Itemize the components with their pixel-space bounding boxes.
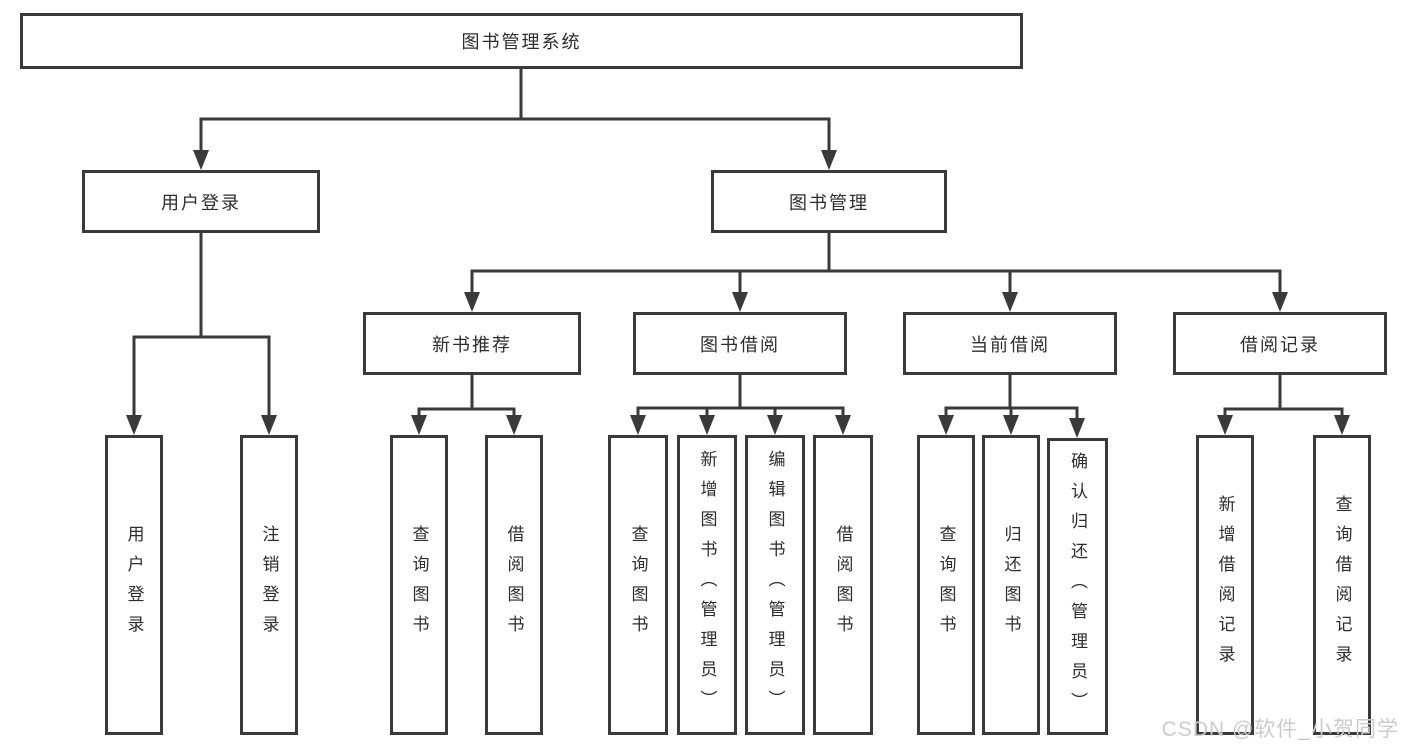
node-label: 当前借阅	[970, 334, 1050, 355]
csdn-watermark: CSDN @软件_小贺同学	[1161, 718, 1399, 741]
node-user-login: 用户登录	[82, 170, 320, 233]
node-label: 归还图书	[1001, 525, 1021, 645]
node-current-borrowing: 当前借阅	[903, 312, 1117, 375]
node-label: 借阅图书	[833, 525, 853, 645]
node-label: 新增借阅记录	[1215, 495, 1235, 675]
node-query-books-recommend: 查询图书	[390, 435, 448, 735]
node-label: 借阅记录	[1240, 334, 1320, 355]
node-label: 注销登录	[259, 525, 279, 645]
node-borrow-books: 借阅图书	[813, 435, 873, 735]
node-add-book-admin: 新增图书（管理员）	[677, 435, 737, 735]
node-label: 图书管理系统	[461, 32, 582, 52]
node-confirm-return-admin: 确认归还（管理员）	[1047, 438, 1108, 735]
node-query-borrow-record: 查询借阅记录	[1313, 435, 1371, 735]
node-label: 查询图书	[628, 525, 648, 645]
node-label: 查询图书	[936, 525, 956, 645]
node-borrow-books-recommend: 借阅图书	[485, 435, 543, 735]
node-logout: 注销登录	[240, 435, 298, 735]
node-library-management-system: 图书管理系统	[20, 13, 1023, 69]
node-label: 图书管理	[789, 192, 869, 213]
node-new-book-recommend: 新书推荐	[363, 312, 581, 375]
node-edit-book-admin: 编辑图书（管理员）	[745, 435, 805, 735]
node-query-books-current: 查询图书	[917, 435, 975, 735]
node-label: 编辑图书（管理员）	[765, 450, 785, 720]
node-book-management: 图书管理	[711, 170, 947, 233]
node-user-login-leaf: 用户登录	[105, 435, 163, 735]
node-label: 查询图书	[409, 525, 429, 645]
node-label: 新书推荐	[432, 334, 512, 355]
node-label: 新增图书（管理员）	[697, 450, 717, 720]
node-label: 用户登录	[161, 192, 241, 213]
node-return-books: 归还图书	[982, 435, 1040, 735]
node-label: 确认归还（管理员）	[1068, 451, 1087, 722]
node-label: 查询借阅记录	[1332, 495, 1352, 675]
node-borrowing-records: 借阅记录	[1173, 312, 1387, 375]
node-query-books-borrow: 查询图书	[608, 435, 668, 735]
node-label: 借阅图书	[504, 525, 524, 645]
node-add-borrow-record: 新增借阅记录	[1196, 435, 1254, 735]
node-book-borrowing: 图书借阅	[633, 312, 847, 375]
node-label: 图书借阅	[700, 334, 780, 355]
node-label: 用户登录	[124, 525, 144, 645]
